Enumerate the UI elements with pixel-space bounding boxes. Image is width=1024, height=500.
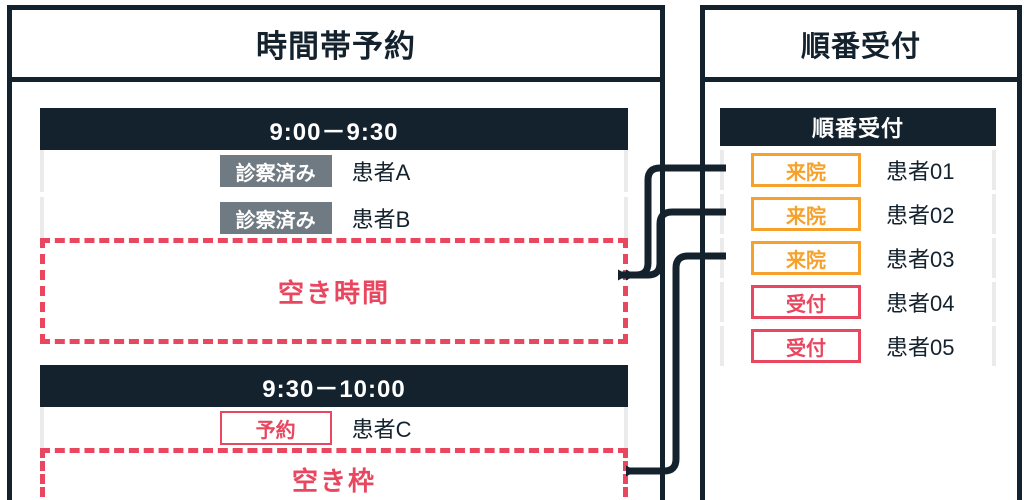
status-badge-cell: 受付 <box>742 329 870 363</box>
patient-name: 患者B <box>351 207 411 232</box>
timeslot-reservation-panel: 時間帯予約 9:00－9:30 診察済み 患者A 診察済み 患者B 空き時間 9… <box>7 5 665 500</box>
status-badge: 受付 <box>751 329 861 363</box>
status-badge: 来院 <box>751 241 861 275</box>
list-item[interactable]: 来院 患者03 <box>720 238 996 278</box>
status-badge: 来院 <box>751 197 861 231</box>
slot-header-2: 9:30－10:00 <box>40 365 628 407</box>
empty-timeslot-box-1[interactable]: 空き時間 <box>40 238 628 344</box>
patient-name: 患者02 <box>886 203 955 228</box>
list-item[interactable]: 来院 患者02 <box>720 194 996 234</box>
queue-panel-body: 順番受付 来院 患者01 来院 患者02 来院 患者03 <box>705 82 1017 500</box>
list-item[interactable]: 受付 患者04 <box>720 282 996 322</box>
status-badge-cell: 診察済み <box>44 155 346 187</box>
status-badge-cell: 来院 <box>742 197 870 231</box>
patient-name: 患者01 <box>886 159 955 184</box>
status-badge: 診察済み <box>219 202 332 234</box>
status-badge-cell: 来院 <box>742 153 870 187</box>
slot-header-1: 9:00－9:30 <box>40 108 628 150</box>
list-item[interactable]: 受付 患者05 <box>720 326 996 366</box>
queue-list-header: 順番受付 <box>720 108 996 146</box>
table-row[interactable]: 診察済み 患者A <box>40 150 628 192</box>
empty-timeslot-box-2[interactable]: 空き枠 <box>40 448 628 500</box>
patient-name: 患者C <box>351 417 412 442</box>
status-badge-cell: 予約 <box>44 411 346 445</box>
timeslot-panel-body: 9:00－9:30 診察済み 患者A 診察済み 患者B 空き時間 9:30－10… <box>12 82 660 500</box>
patient-name: 患者05 <box>886 335 955 360</box>
queue-reception-panel: 順番受付 順番受付 来院 患者01 来院 患者02 来院 患者03 <box>700 5 1022 500</box>
status-badge-cell: 受付 <box>742 285 870 319</box>
status-badge-cell: 来院 <box>742 241 870 275</box>
status-badge: 来院 <box>751 153 861 187</box>
table-row[interactable]: 予約 患者C <box>40 407 628 449</box>
patient-name: 患者A <box>351 160 411 185</box>
status-badge: 診察済み <box>219 155 332 187</box>
table-row[interactable]: 診察済み 患者B <box>40 197 628 239</box>
list-item[interactable]: 来院 患者01 <box>720 150 996 190</box>
status-badge-cell: 診察済み <box>44 202 346 234</box>
patient-name: 患者04 <box>886 291 955 316</box>
status-badge: 受付 <box>751 285 861 319</box>
patient-name: 患者03 <box>886 247 955 272</box>
status-badge: 予約 <box>219 411 332 445</box>
timeslot-panel-title: 時間帯予約 <box>12 10 660 82</box>
queue-panel-title: 順番受付 <box>705 10 1017 82</box>
